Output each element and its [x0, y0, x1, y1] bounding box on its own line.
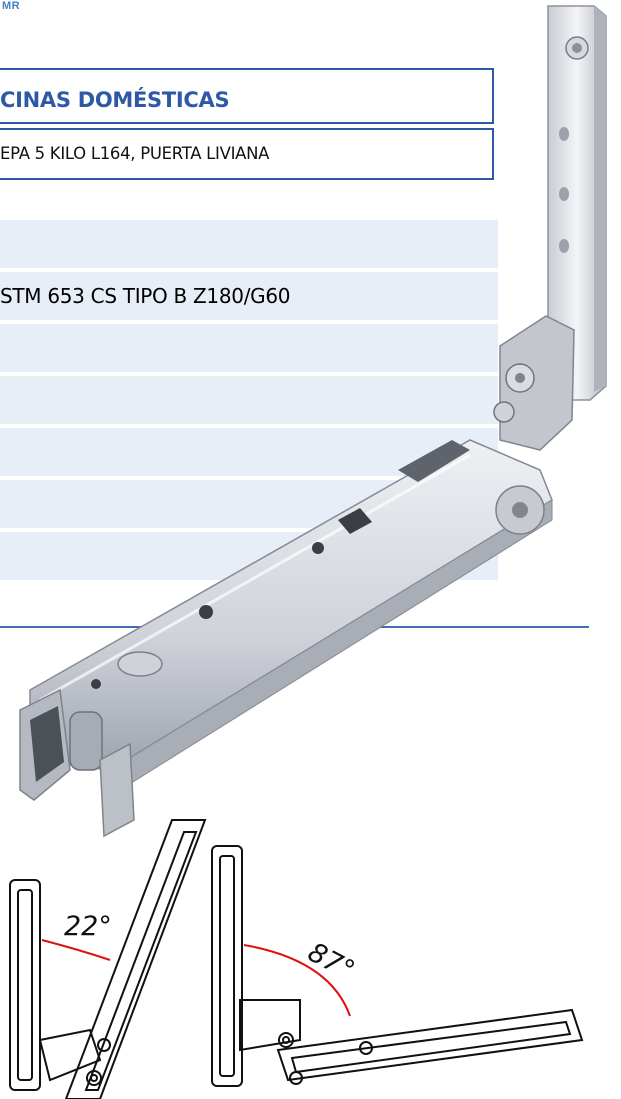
- spec-row: STM 653 CS TIPO B Z180/G60: [0, 272, 498, 320]
- spec-row-text: STM 653 CS TIPO B Z180/G60: [0, 284, 291, 308]
- spec-row: [0, 376, 498, 424]
- angle-label-left: 22°: [64, 911, 112, 942]
- subtitle-box: [0, 128, 494, 180]
- page-subtitle: EPA 5 KILO L164, PUERTA LIVIANA: [0, 144, 270, 163]
- spec-row: [0, 220, 498, 268]
- spec-row: [0, 324, 498, 372]
- title-box: [0, 68, 494, 124]
- angle-label-right: 87°: [303, 937, 360, 987]
- brand-logo: MR: [2, 0, 21, 12]
- page-title: CINAS DOMÉSTICAS: [0, 88, 230, 112]
